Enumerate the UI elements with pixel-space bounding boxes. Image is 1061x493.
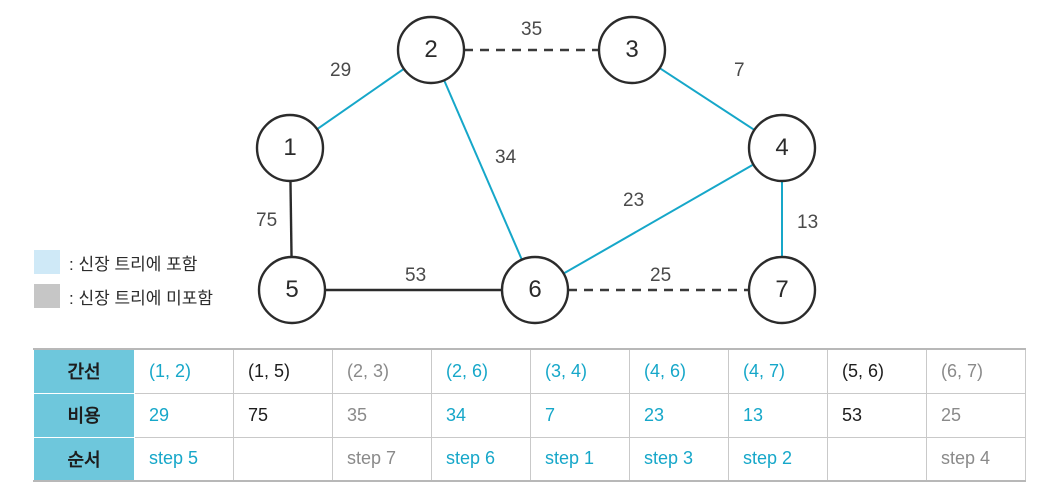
graph-edge-2-6 [443, 79, 523, 261]
graph-node-3 [597, 15, 667, 85]
table-row-header-order: 순서 [33, 436, 135, 482]
legend-label-included: : 신장 트리에 포함 [69, 254, 198, 274]
legend-item-included: : 신장 트리에 포함 [34, 245, 264, 279]
table-cell-cost-5: 7 [530, 392, 630, 438]
table-cell-edge-1: (1, 2) [134, 348, 234, 394]
table-cell-cost-7: 13 [728, 392, 828, 438]
table-row-edge: 간선(1, 2)(1, 5)(2, 3)(2, 6)(3, 4)(4, 6)(4… [33, 348, 1026, 394]
edge-weight-2-6: 34 [495, 147, 517, 168]
graph-svg [255, 15, 817, 325]
table-cell-edge-4: (2, 6) [431, 348, 531, 394]
table-row-header-cost: 비용 [33, 392, 135, 438]
table-cell-order-1: step 5 [134, 436, 234, 482]
table-cell-edge-8: (5, 6) [827, 348, 927, 394]
table-cell-cost-8: 53 [827, 392, 927, 438]
graph-edge-4-6 [563, 163, 754, 275]
edge-weight-4-7: 13 [797, 212, 819, 233]
table-cell-order-7: step 2 [728, 436, 828, 482]
graph-node-5 [257, 255, 327, 325]
table-cell-edge-9: (6, 7) [926, 348, 1026, 394]
graph-node-7 [747, 255, 817, 325]
edge-cost-order-table: 간선(1, 2)(1, 5)(2, 3)(2, 6)(3, 4)(4, 6)(4… [33, 348, 1026, 482]
legend-label-excluded: : 신장 트리에 미포함 [69, 288, 214, 308]
graph-edge-1-2 [316, 68, 405, 130]
table-cell-order-8 [827, 436, 927, 482]
legend-item-excluded: : 신장 트리에 미포함 [34, 279, 264, 313]
table-cell-edge-7: (4, 7) [728, 348, 828, 394]
table-cell-order-6: step 3 [629, 436, 729, 482]
table-cell-cost-3: 35 [332, 392, 432, 438]
table-cell-cost-4: 34 [431, 392, 531, 438]
table-cell-order-9: step 4 [926, 436, 1026, 482]
table-cell-cost-2: 75 [233, 392, 333, 438]
edge-weight-6-7: 25 [650, 265, 672, 286]
table-cell-order-2 [233, 436, 333, 482]
table-cell-edge-2: (1, 5) [233, 348, 333, 394]
table-cell-order-3: step 7 [332, 436, 432, 482]
edge-weight-5-6: 53 [405, 265, 427, 286]
edge-weight-3-4: 7 [734, 60, 745, 81]
graph-node-6 [500, 255, 570, 325]
graph-edge-3-4 [659, 67, 755, 131]
graph-node-2 [396, 15, 466, 85]
edge-weight-4-6: 23 [623, 190, 645, 211]
edge-weight-2-3: 35 [521, 19, 543, 40]
table-body: 간선(1, 2)(1, 5)(2, 3)(2, 6)(3, 4)(4, 6)(4… [33, 348, 1026, 482]
graph-node-4 [747, 113, 817, 183]
table-cell-cost-9: 25 [926, 392, 1026, 438]
edge-weight-1-5: 75 [256, 210, 278, 231]
table-cell-edge-6: (4, 6) [629, 348, 729, 394]
table-cell-order-5: step 1 [530, 436, 630, 482]
edge-weight-1-2: 29 [330, 60, 352, 81]
legend-swatch-included [34, 250, 60, 274]
table-cell-cost-1: 29 [134, 392, 234, 438]
table-cell-edge-5: (3, 4) [530, 348, 630, 394]
graph-edge-1-5 [289, 180, 293, 258]
legend-swatch-excluded [34, 284, 60, 308]
legend: : 신장 트리에 포함 : 신장 트리에 미포함 [34, 245, 264, 313]
table-cell-order-4: step 6 [431, 436, 531, 482]
graph-node-1 [255, 113, 325, 183]
table-cell-cost-6: 23 [629, 392, 729, 438]
table-cell-edge-3: (2, 3) [332, 348, 432, 394]
table-row-header-edge: 간선 [33, 348, 135, 394]
